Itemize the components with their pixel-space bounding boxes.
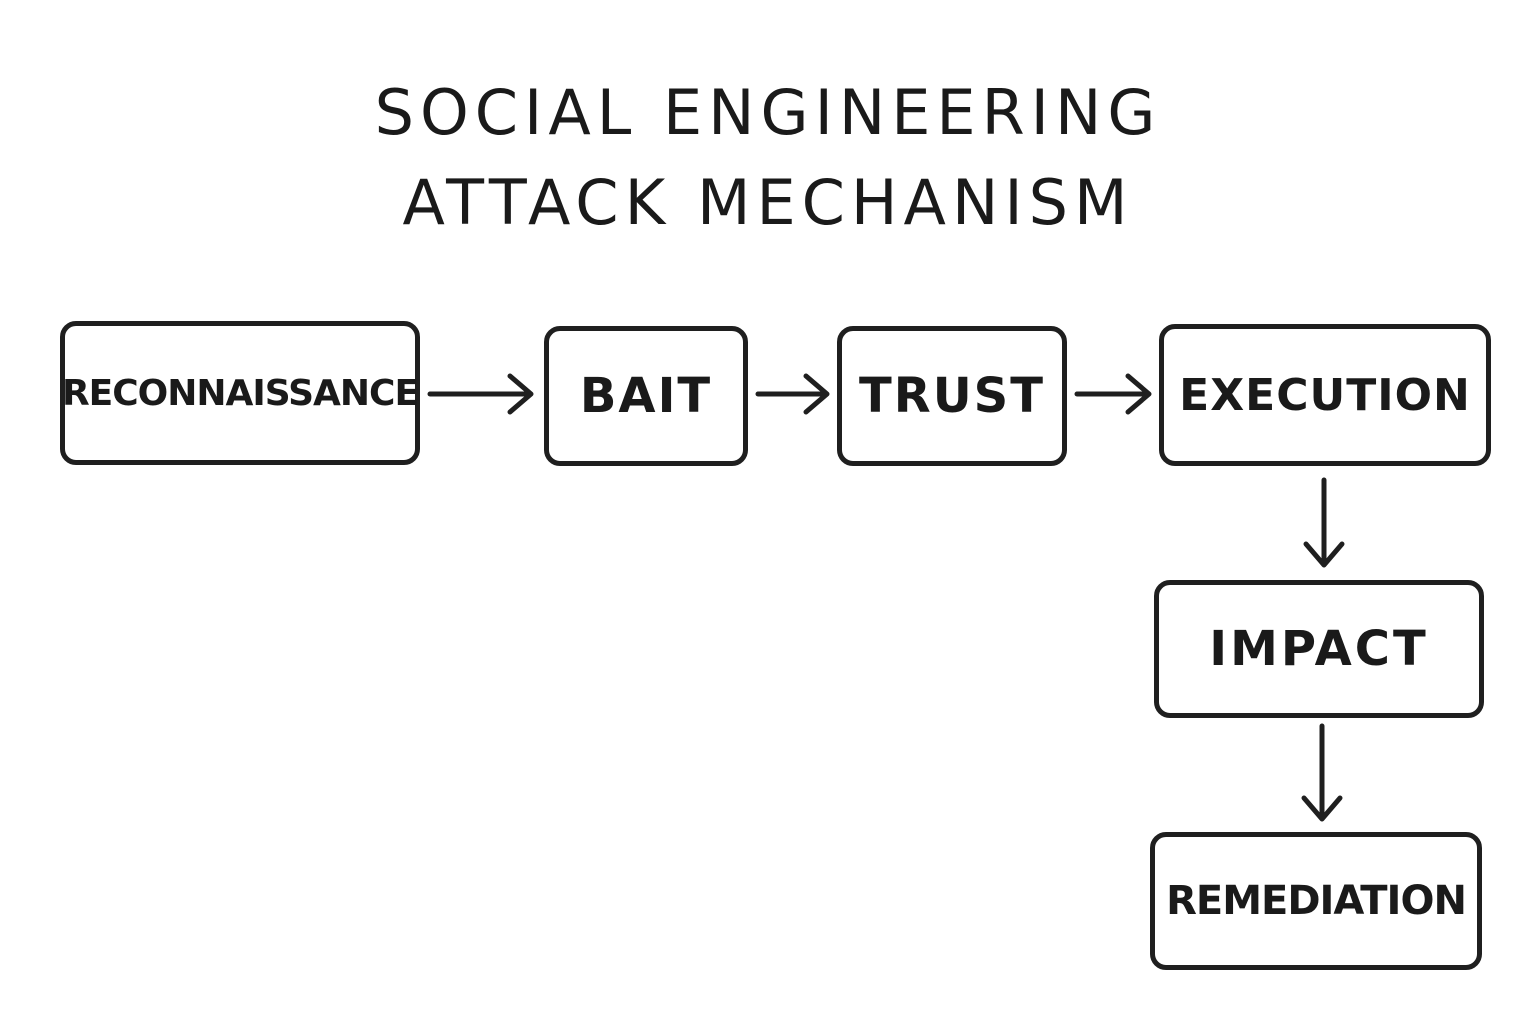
step-reconnaissance: RECONNAISSANCE — [60, 321, 420, 465]
step-label: TRUST — [859, 368, 1045, 424]
diagram-title: SOCIAL ENGINEERING ATTACK MECHANISM — [0, 68, 1536, 248]
arrow-trust-to-execution — [1074, 373, 1152, 415]
step-label: EXECUTION — [1179, 369, 1471, 421]
step-label: BAIT — [579, 368, 713, 424]
step-label: RECONNAISSANCE — [61, 372, 419, 414]
step-execution: EXECUTION — [1159, 324, 1491, 466]
step-bait: BAIT — [544, 326, 748, 466]
step-label: REMEDIATION — [1166, 878, 1467, 924]
step-label: IMPACT — [1209, 621, 1429, 677]
arrow-execution-to-impact — [1303, 477, 1345, 568]
title-line-2: ATTACK MECHANISM — [402, 166, 1134, 239]
step-impact: IMPACT — [1154, 580, 1484, 718]
arrow-impact-to-remediation — [1301, 723, 1343, 822]
arrow-bait-to-trust — [755, 373, 830, 415]
step-remediation: REMEDIATION — [1150, 832, 1482, 970]
title-line-1: SOCIAL ENGINEERING — [374, 76, 1162, 149]
arrow-reconnaissance-to-bait — [427, 373, 534, 415]
step-trust: TRUST — [837, 326, 1067, 466]
